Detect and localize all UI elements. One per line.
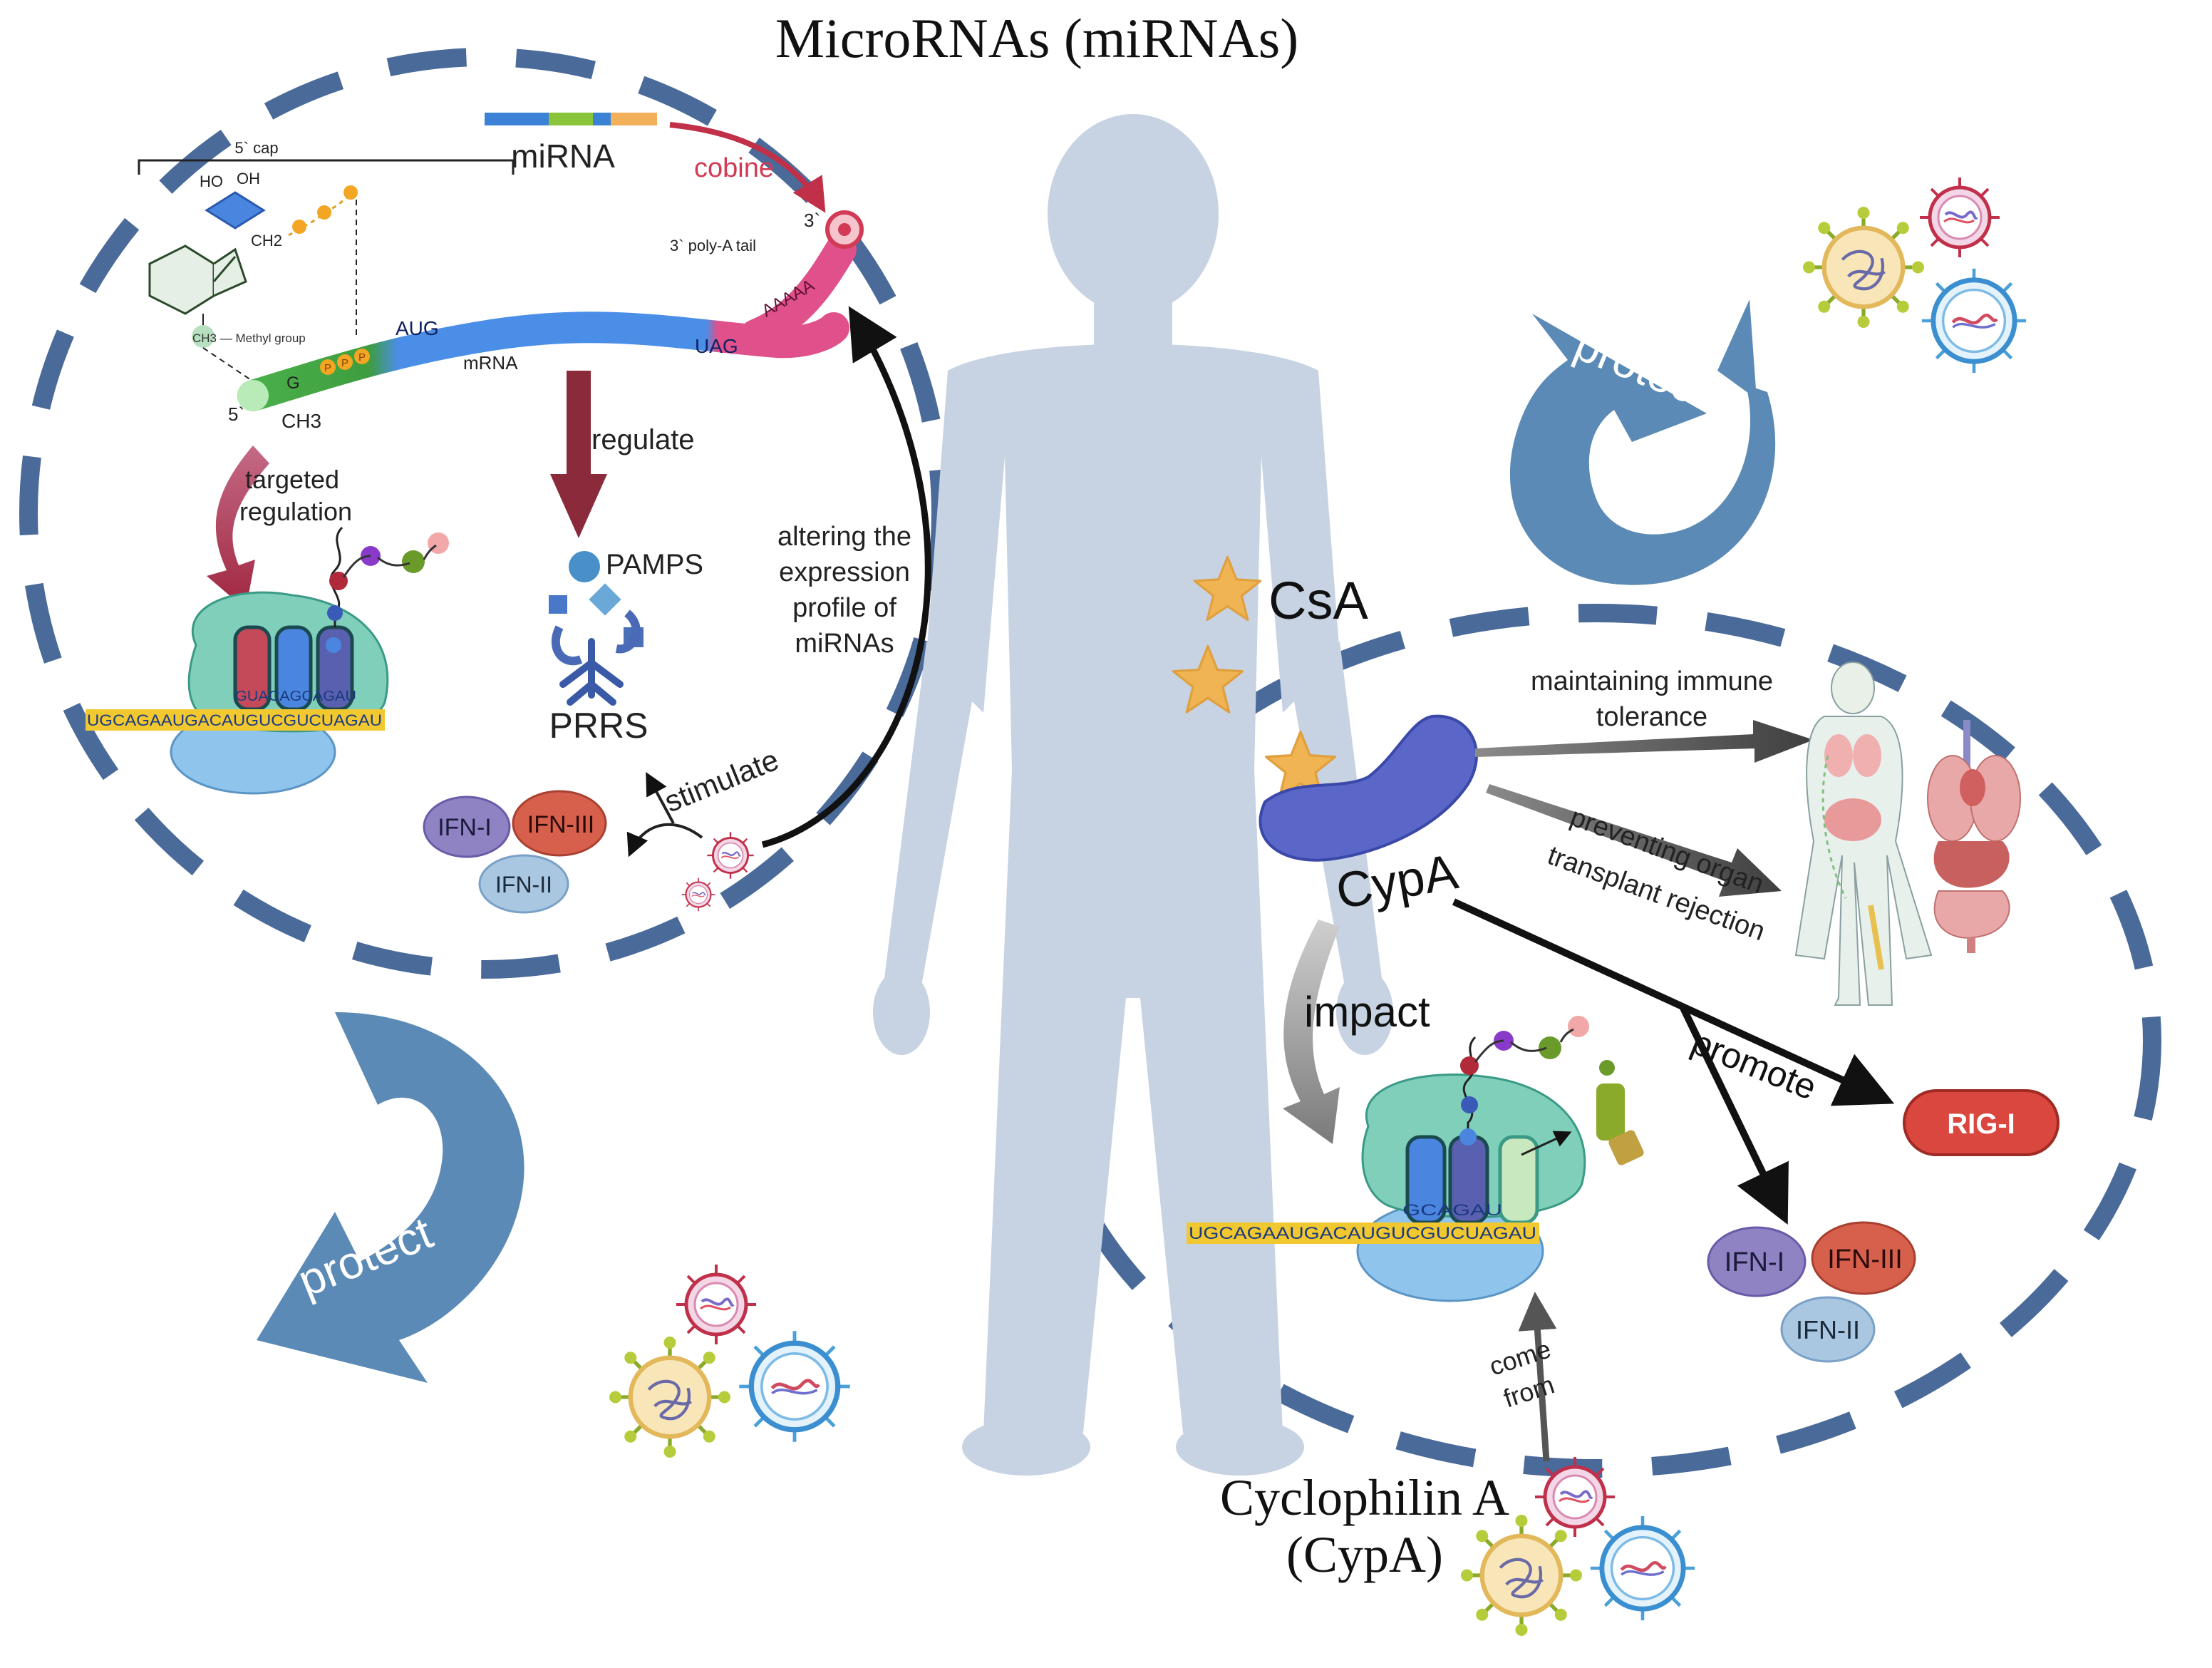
ch2-label: CH2 — [251, 232, 282, 249]
regulate-label: regulate — [591, 424, 695, 455]
left-mrna-seq: UGCAGAAUGACAUGUCGUCUAGAU — [87, 711, 382, 729]
ifn2-label-left: IFN-II — [495, 872, 552, 897]
cobine-label: cobine — [694, 153, 774, 183]
ifn2-label-right: IFN-II — [1796, 1315, 1860, 1344]
methyl-circle — [192, 325, 215, 348]
virus-yellow-br — [1461, 1515, 1582, 1636]
stimulate-arrow — [626, 823, 703, 858]
mrna-label: mRNA — [463, 352, 518, 374]
targeted-label-1: targeted — [245, 465, 339, 494]
maintaining-arrow — [1475, 720, 1814, 763]
come-from-arrow — [1518, 1292, 1557, 1462]
virus-yellow-bl — [609, 1337, 730, 1458]
p2-label: P — [341, 357, 348, 369]
phosphate-2 — [317, 205, 331, 220]
altering-label-4: miRNAs — [795, 629, 894, 659]
green-trna-icon — [1596, 1060, 1644, 1165]
p1-label: P — [324, 362, 331, 374]
cap-label: 5` cap — [234, 139, 278, 157]
stimulate-label: stimulate — [660, 743, 783, 819]
guanine-ring — [148, 244, 215, 315]
three-prime-label: 3` — [804, 210, 820, 231]
altering-label-1: altering the — [777, 522, 911, 552]
ifn-cluster-left — [423, 790, 607, 914]
promote-arrow-ifn — [1678, 1003, 1789, 1225]
virus-red-tr — [1920, 177, 2000, 257]
virus-blue-br — [1591, 1516, 1695, 1620]
preventing-arrow — [1486, 784, 1782, 897]
maintaining-label-1: maintaining immune — [1531, 666, 1773, 696]
virus-small-1 — [706, 830, 755, 880]
ifn1-label-right: IFN-I — [1725, 1247, 1784, 1277]
mirna-strand — [485, 113, 657, 125]
phosphate-1 — [292, 220, 306, 234]
left-ribosome — [170, 526, 449, 795]
ho-label: HO — [200, 173, 223, 190]
targeted-regulation-arrow — [207, 446, 269, 609]
virus-red-br — [1535, 1457, 1615, 1537]
mrna-structure: 5` cap HO OH CH2 CH3 — Methyl group P P … — [138, 139, 864, 432]
aug-label: AUG — [396, 317, 439, 339]
ifn-cluster-right — [1707, 1221, 1916, 1363]
right-mrna-bar — [1187, 1222, 1539, 1244]
five-prime-label: 5` — [228, 403, 244, 425]
cobine-arrow — [669, 122, 826, 213]
oh-label: OH — [237, 170, 260, 187]
right-trna-seq: GCAGAU — [1402, 1201, 1502, 1219]
targeted-label-2: regulation — [239, 497, 352, 526]
left-mrna-bar — [86, 709, 385, 731]
pamps-label: PAMPS — [606, 549, 703, 580]
poly-a-label: 3` poly-A tail — [670, 237, 756, 254]
g-label: G — [286, 374, 300, 393]
impact-arrow — [1283, 920, 1340, 1144]
cypa-title-line1: Cyclophilin A — [1220, 1469, 1509, 1526]
prrs-label: PRRS — [549, 706, 648, 746]
promote-label: promote — [1686, 1021, 1822, 1108]
p3-label: P — [358, 351, 366, 364]
virus-blue-bl — [739, 1331, 849, 1441]
mrna-strand — [237, 312, 849, 411]
csa-label: CsA — [1268, 571, 1368, 630]
impact-label: impact — [1304, 988, 1430, 1036]
ch3-label: CH3 — [281, 410, 321, 432]
methyl-label: CH3 — Methyl group — [192, 331, 306, 345]
virus-red-bl — [676, 1265, 756, 1344]
right-ribosome — [1356, 1016, 1589, 1302]
virus-blue-tr — [1922, 269, 2026, 373]
mirna-label: miRNA — [511, 138, 615, 175]
pamps-prrs-icon — [549, 551, 644, 706]
rig-i-label: RIG-I — [1947, 1108, 2015, 1140]
cap-bracket — [138, 159, 515, 175]
rig-i-badge — [1903, 1089, 2059, 1156]
virus-small-2 — [681, 877, 716, 912]
virus-yellow-tr — [1803, 207, 1924, 328]
altering-label-3: profile of — [792, 593, 896, 623]
uag-label: UAG — [695, 335, 738, 357]
maintaining-label-2: tolerance — [1596, 702, 1707, 732]
cypa-protein — [1259, 714, 1478, 862]
promote-arrow-rig — [1452, 898, 1895, 1106]
cypa-title-line2: (CypA) — [1286, 1526, 1443, 1583]
protect-arrow-left — [257, 1012, 524, 1383]
protect-arrow-right — [1509, 299, 1776, 585]
regulate-arrow — [550, 371, 607, 538]
human-silhouette — [873, 114, 1393, 1476]
human-organs-figure — [1794, 661, 1933, 1006]
mirna-title: MicroRNAs (miRNAs) — [775, 7, 1299, 69]
right-mrna-seq: UGCAGAAUGACAUGUCGUCUAGAU — [1189, 1224, 1536, 1243]
stimulate-up-arrow — [646, 771, 675, 824]
ribose-ring — [205, 191, 266, 230]
altering-arrow — [761, 306, 931, 848]
five-prime-end — [237, 380, 269, 411]
phosphate-3 — [343, 185, 358, 200]
left-trna-seq: GUACAGCAGAU — [235, 689, 356, 704]
altering-label-2: expression — [779, 557, 910, 587]
ifn3-label-right: IFN-III — [1827, 1245, 1903, 1275]
ifn3-label-left: IFN-III — [527, 811, 594, 838]
organs-figure — [1927, 720, 2021, 953]
ifn1-label-left: IFN-I — [438, 814, 492, 841]
